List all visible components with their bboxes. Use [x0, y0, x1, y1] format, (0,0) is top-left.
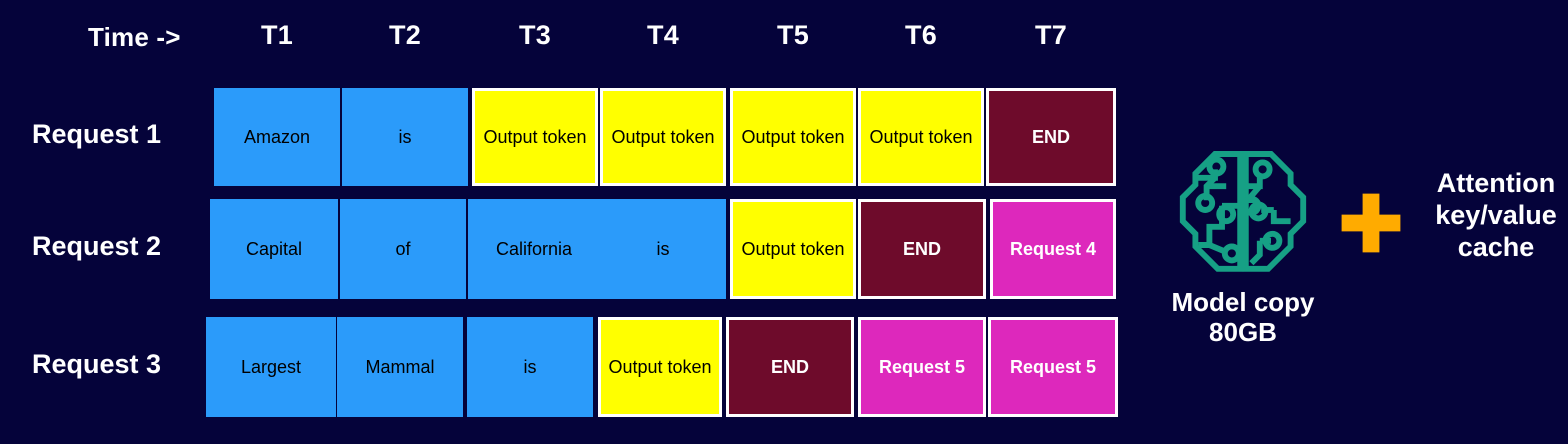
token-cell-output[interactable]: Output token — [730, 88, 856, 186]
token-cell-newreq[interactable]: Request 4 — [990, 199, 1116, 299]
model-copy-caption: Model copy 80GB — [1171, 287, 1315, 347]
token-cell-newreq[interactable]: Request 5 — [858, 317, 986, 417]
token-cell-input[interactable]: Capital — [210, 199, 338, 299]
time-header-t2: T2 — [389, 20, 421, 50]
kv-cache-caption: Attention key/value cache — [1435, 168, 1557, 262]
row-label-request-3: Request 3 — [32, 349, 162, 379]
brain-circuit-icon — [1179, 151, 1307, 272]
token-cell-end[interactable]: END — [858, 199, 986, 299]
token-cell-output[interactable]: Output token — [858, 88, 984, 186]
token-cell-newreq[interactable]: Request 5 — [988, 317, 1118, 417]
token-cell-input[interactable]: is — [342, 88, 468, 186]
time-header-t3: T3 — [519, 20, 551, 50]
token-cell-input[interactable]: is — [600, 199, 726, 299]
token-cell-input[interactable]: is — [467, 317, 593, 417]
token-cell-end[interactable]: END — [726, 317, 854, 417]
time-header-t6: T6 — [905, 20, 937, 50]
token-cell-output[interactable]: Output token — [600, 88, 726, 186]
token-cell-output[interactable]: Output token — [598, 317, 722, 417]
model-copy-block: Model copy 80GB — [1158, 140, 1328, 348]
token-cell-input[interactable]: Largest — [206, 317, 336, 417]
time-axis-label: Time -> — [88, 22, 181, 52]
token-cell-end[interactable]: END — [986, 88, 1116, 186]
row-label-request-2: Request 2 — [32, 231, 162, 261]
time-header-t1: T1 — [261, 20, 293, 50]
time-header-t4: T4 — [647, 20, 679, 50]
time-header-t5: T5 — [777, 20, 809, 50]
token-cell-input[interactable]: of — [340, 199, 466, 299]
token-cell-input[interactable]: California — [468, 199, 600, 299]
token-cell-input[interactable]: Mammal — [337, 317, 463, 417]
token-cell-input[interactable]: Amazon — [214, 88, 340, 186]
memory-breakdown-panel: Model copy 80GB Attention key/value cach… — [1148, 140, 1568, 400]
token-cell-output[interactable]: Output token — [730, 199, 856, 299]
time-header-t7: T7 — [1035, 20, 1067, 50]
row-label-request-1: Request 1 — [32, 119, 162, 149]
plus-icon — [1341, 193, 1401, 253]
token-cell-output[interactable]: Output token — [472, 88, 598, 186]
